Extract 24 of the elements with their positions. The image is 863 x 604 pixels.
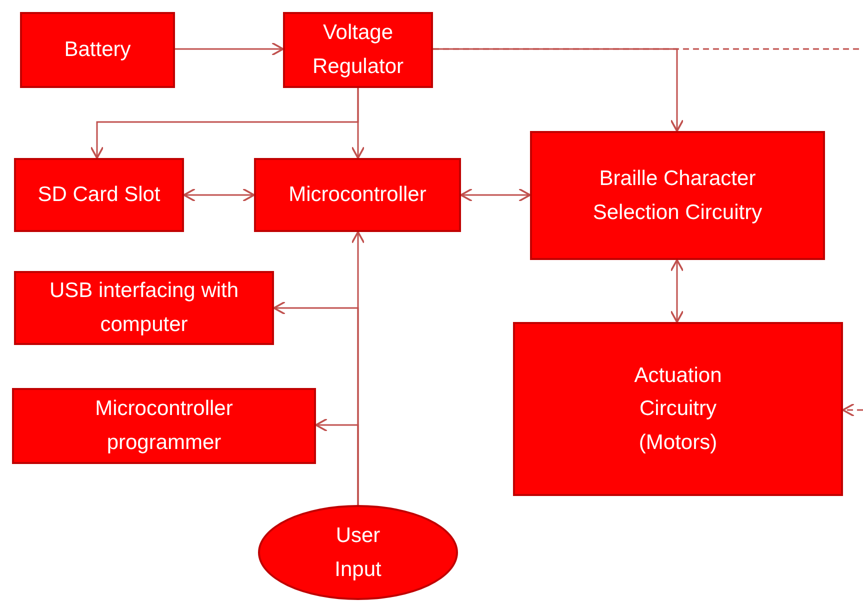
process-box [14,158,184,232]
box-label: SD Card Slot [38,182,160,208]
box-label: Voltage Regulator [311,20,405,80]
arrow [670,259,684,323]
arrow [175,42,284,56]
box-label: Battery [64,37,131,64]
process-box [513,322,843,496]
box-label: User Input [334,522,382,582]
dashed-connector [842,403,863,417]
arrow [183,188,255,202]
process-box [283,12,433,88]
box-label: Microcontroller programmer [94,396,234,456]
process-box [254,158,461,232]
box-label: Braille Character Selection Circuitry [592,166,764,226]
arrow [315,418,359,505]
process-box [12,388,316,464]
process-box [20,12,175,88]
arrow [460,188,531,202]
process-box [14,271,274,345]
box-label: Actuation Circuitry (Motors) [633,362,723,456]
process-box [530,131,825,260]
arrow [351,88,365,159]
box-label: USB interfacing with computer [48,278,240,338]
box-label: Microcontroller [288,182,426,208]
